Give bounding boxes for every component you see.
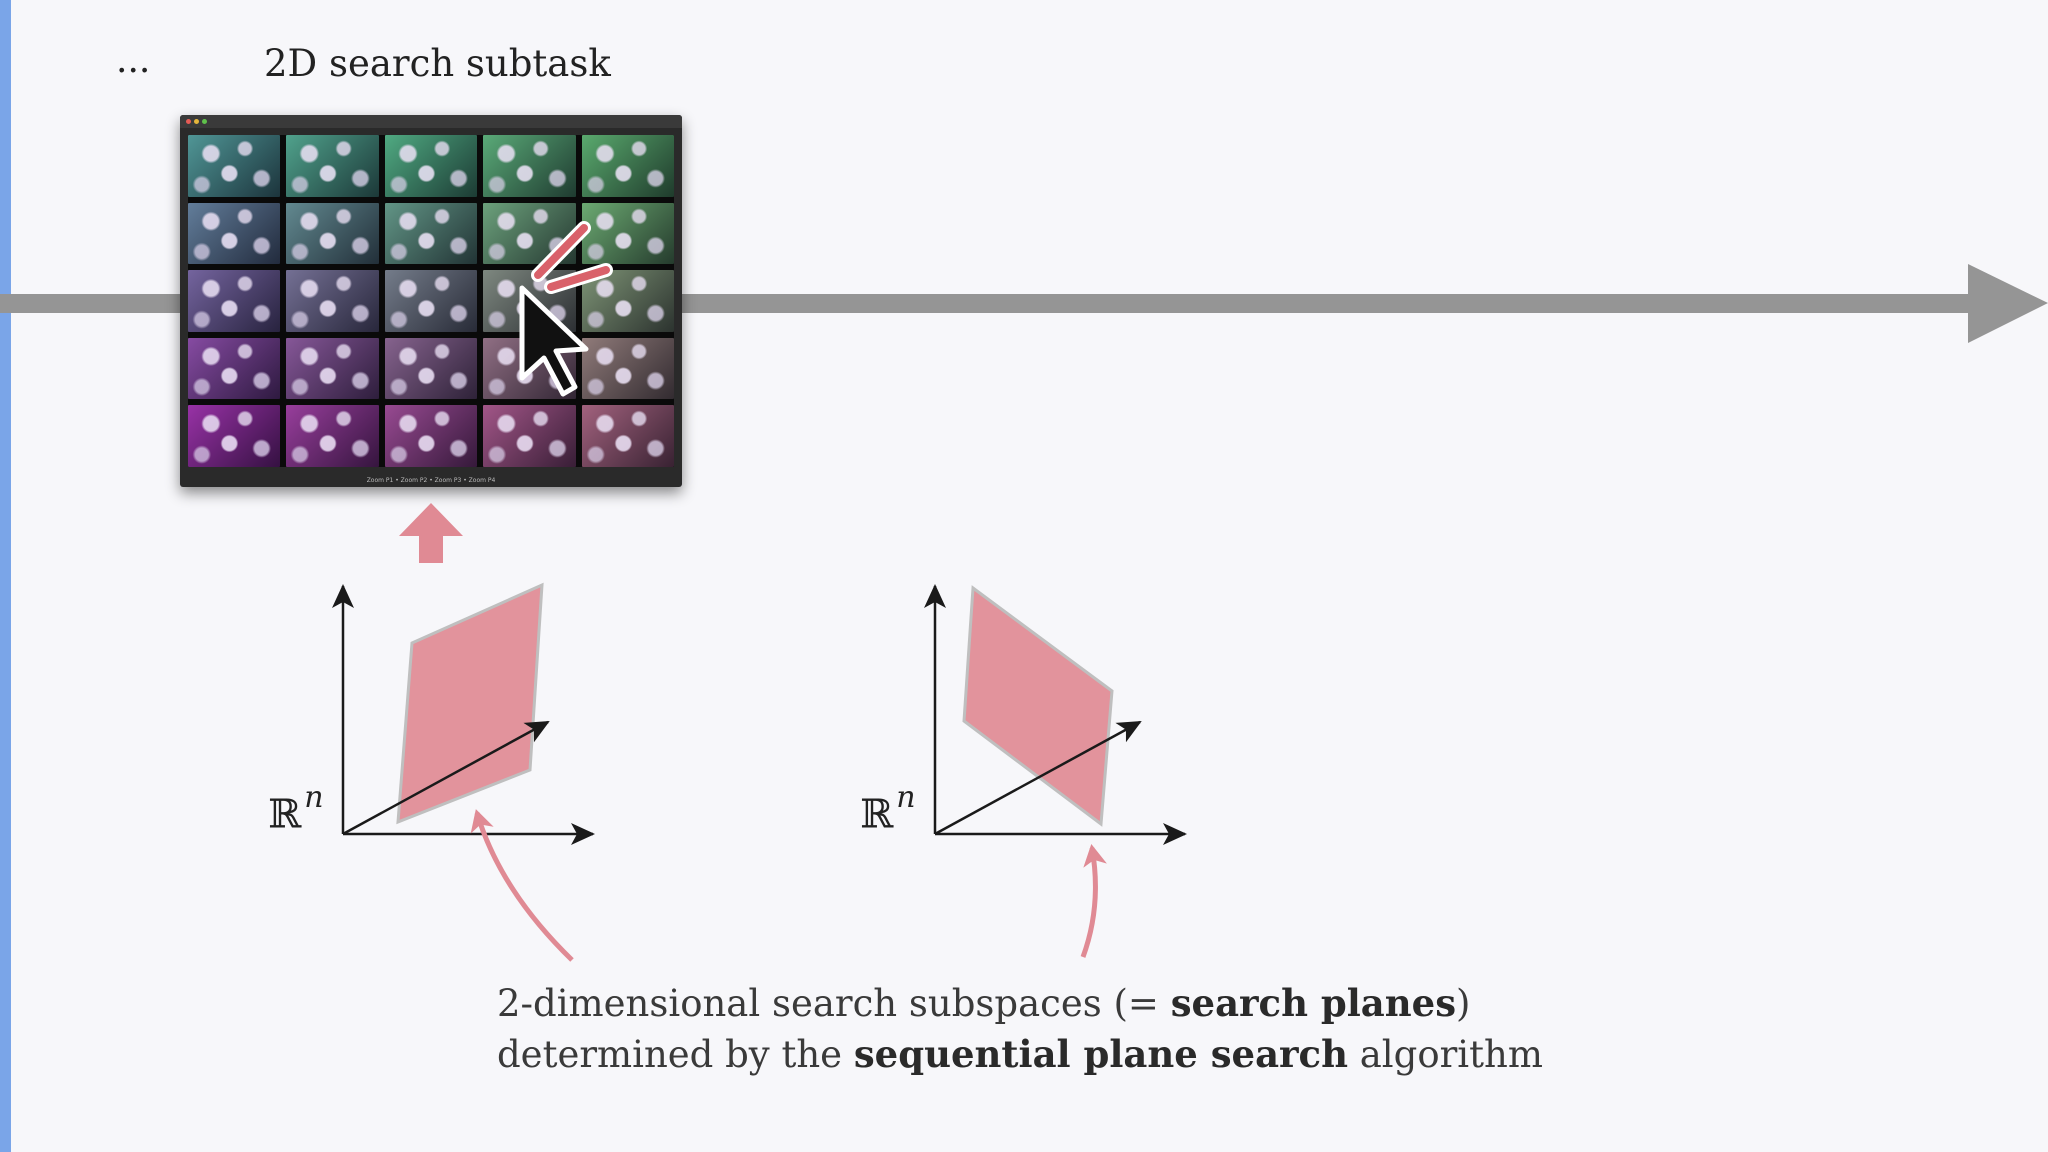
thumbnail[interactable] xyxy=(384,135,478,197)
left-accent-bar xyxy=(0,0,11,1152)
caption: 2-dimensional search subspaces (= search… xyxy=(497,978,1543,1080)
close-dot-icon[interactable] xyxy=(186,119,191,124)
thumbnail[interactable] xyxy=(286,202,379,265)
previous-steps-ellipsis: ... xyxy=(116,40,151,81)
thumbnail[interactable] xyxy=(384,270,478,332)
thumbnail[interactable] xyxy=(581,135,674,197)
timeline-arrowhead xyxy=(1968,264,2048,343)
caption-text: determined by the xyxy=(497,1033,854,1076)
caption-term-sequential-plane-search: sequential plane search xyxy=(853,1032,1348,1076)
window-titlebar xyxy=(180,115,682,128)
thumbnail[interactable] xyxy=(188,135,281,197)
thumbnail[interactable] xyxy=(286,135,379,197)
thumbnail[interactable] xyxy=(581,337,674,400)
minimize-dot-icon[interactable] xyxy=(194,119,199,124)
thumbnail[interactable] xyxy=(188,270,281,332)
thumbnail[interactable] xyxy=(286,337,379,400)
image-grid-window: Zoom P1 • Zoom P2 • Zoom P3 • Zoom P4 xyxy=(180,115,682,487)
thumbnail[interactable] xyxy=(483,270,576,332)
caption-text: 2-dimensional search subspaces (= xyxy=(497,982,1171,1025)
thumbnail[interactable] xyxy=(188,405,281,467)
thumbnail[interactable] xyxy=(581,405,674,467)
thumbnail[interactable] xyxy=(483,337,576,400)
space-symbol: ℝ xyxy=(268,791,302,838)
thumbnail[interactable] xyxy=(483,202,576,265)
maximize-dot-icon[interactable] xyxy=(202,119,207,124)
thumbnail[interactable] xyxy=(188,202,281,265)
thumbnail[interactable] xyxy=(286,270,379,332)
thumbnail[interactable] xyxy=(384,202,478,265)
subtask-title: 2D search subtask xyxy=(264,42,611,85)
thumbnail[interactable] xyxy=(483,405,576,467)
thumbnail[interactable] xyxy=(483,135,576,197)
window-footer: Zoom P1 • Zoom P2 • Zoom P3 • Zoom P4 xyxy=(366,477,496,484)
thumbnail[interactable] xyxy=(581,202,674,265)
space-symbol: ℝ xyxy=(860,791,894,838)
caption-text: ) xyxy=(1456,982,1471,1025)
thumbnail[interactable] xyxy=(384,405,478,467)
space-exponent: n xyxy=(304,780,324,815)
caption-term-search-planes: search planes xyxy=(1170,981,1457,1025)
thumbnail[interactable] xyxy=(286,405,379,467)
space-exponent: n xyxy=(896,780,916,815)
thumbnail[interactable] xyxy=(581,270,674,332)
thumbnail[interactable] xyxy=(188,337,281,400)
thumbnail[interactable] xyxy=(384,337,478,400)
thumbnail-grid xyxy=(188,135,674,467)
caption-line-1: 2-dimensional search subspaces (= search… xyxy=(497,978,1543,1029)
caption-text: algorithm xyxy=(1347,1033,1543,1076)
caption-line-2: determined by the sequential plane searc… xyxy=(497,1029,1543,1080)
